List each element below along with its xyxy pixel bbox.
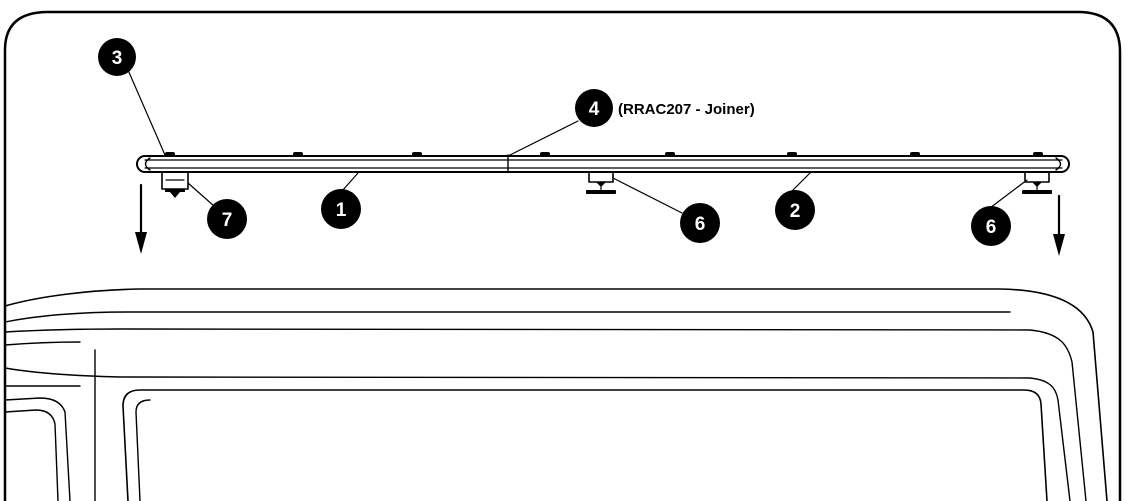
end-bracket-left <box>161 171 189 198</box>
svg-text:6: 6 <box>695 214 706 235</box>
down-arrow-right-icon <box>1053 194 1065 256</box>
down-arrow-left-icon <box>135 183 147 254</box>
callout-6-centre: 6 <box>680 203 720 243</box>
leader-lines <box>127 69 1028 215</box>
callout-4: 4 (RRAC207 - Joiner) <box>575 89 755 127</box>
roof-rail <box>136 152 1070 173</box>
callout-2: 2 <box>775 190 815 230</box>
vehicle-roof-outline <box>4 288 1108 501</box>
svg-text:1: 1 <box>336 200 347 221</box>
callout-1: 1 <box>321 189 361 229</box>
rail-fixing-bumps <box>165 152 1043 156</box>
callout-7: 7 <box>207 199 247 239</box>
svg-text:4: 4 <box>589 99 600 120</box>
svg-text:3: 3 <box>112 48 123 69</box>
svg-text:6: 6 <box>986 217 997 238</box>
svg-text:2: 2 <box>790 201 801 222</box>
svg-text:7: 7 <box>222 210 233 231</box>
mount-bracket-centre <box>586 171 616 194</box>
callout-3: 3 <box>98 38 136 76</box>
diagram-frame <box>3 10 1122 501</box>
joiner-part-note: (RRAC207 - Joiner) <box>618 101 755 118</box>
mount-bracket-right <box>1022 171 1052 194</box>
callout-6-right: 6 <box>971 206 1011 246</box>
